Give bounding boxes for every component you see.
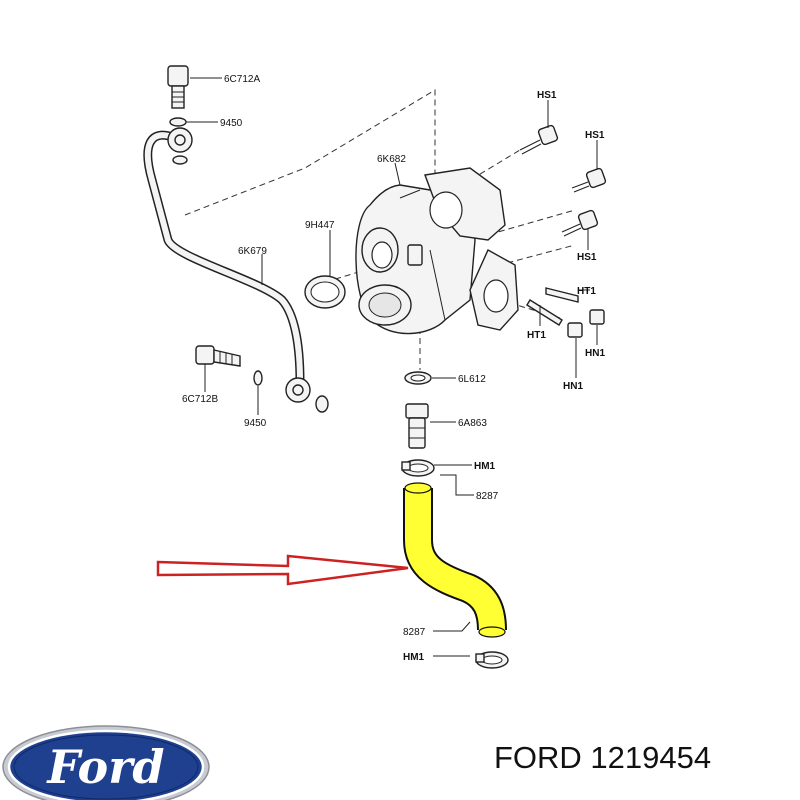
label-gasket: 6L612 (458, 374, 486, 385)
banjo-bolt-top (167, 65, 189, 109)
oil-return-hose (403, 482, 507, 638)
hose-clip-top (401, 459, 435, 477)
hose-clip-bottom (475, 651, 509, 669)
oil-feed-pipe (143, 127, 311, 403)
label-washer-top: 9450 (220, 118, 243, 129)
part-labels: 6C712A 9450 6K679 9H447 6K682 HS1 HS1 HS… (182, 74, 605, 663)
label-oil-pipe: 6K679 (238, 246, 267, 257)
label-clip-bottom: HM1 (403, 652, 425, 663)
washer-top (169, 117, 188, 165)
ford-logo: Ford (2, 725, 210, 800)
label-nut-hn1-a: HN1 (585, 348, 605, 359)
label-hose-top: 8287 (476, 491, 499, 502)
gasket (404, 371, 432, 385)
turbocharger (355, 167, 519, 335)
label-nut-hn1-b: HN1 (563, 381, 583, 392)
clamp-ring (304, 275, 346, 309)
label-turbo: 6K682 (377, 154, 406, 165)
label-bolt-hs1-b: HS1 (585, 130, 605, 141)
hose-end-bottom (478, 626, 506, 638)
label-stud-ht1-b: HT1 (527, 330, 546, 341)
label-bolt-bottom: 6C712B (182, 394, 218, 405)
label-clip-top: HM1 (474, 461, 496, 472)
bolts-hs1 (519, 124, 607, 237)
label-bolt-hs1-a: HS1 (537, 90, 557, 101)
banjo-bolt-bottom (195, 345, 241, 367)
hose-end-top (404, 482, 432, 494)
label-stud-ht1-a: HT1 (577, 286, 596, 297)
part-number-caption: FORD 1219454 (494, 740, 712, 775)
adapter (405, 403, 429, 449)
leader-lines (186, 77, 598, 657)
label-adapter: 6A863 (458, 418, 487, 429)
label-washer-bottom: 9450 (244, 418, 267, 429)
washer-bottom (253, 370, 329, 413)
pointer-arrow (156, 554, 409, 586)
label-bolt-top: 6C712A (224, 74, 260, 85)
label-bolt-hs1-c: HS1 (577, 252, 597, 263)
nuts-hn1 (567, 309, 605, 338)
ford-logo-text: Ford (45, 740, 164, 794)
label-clamp-inlet: 9H447 (305, 220, 335, 231)
label-hose-bottom: 8287 (403, 627, 426, 638)
studs-ht1 (526, 287, 579, 326)
